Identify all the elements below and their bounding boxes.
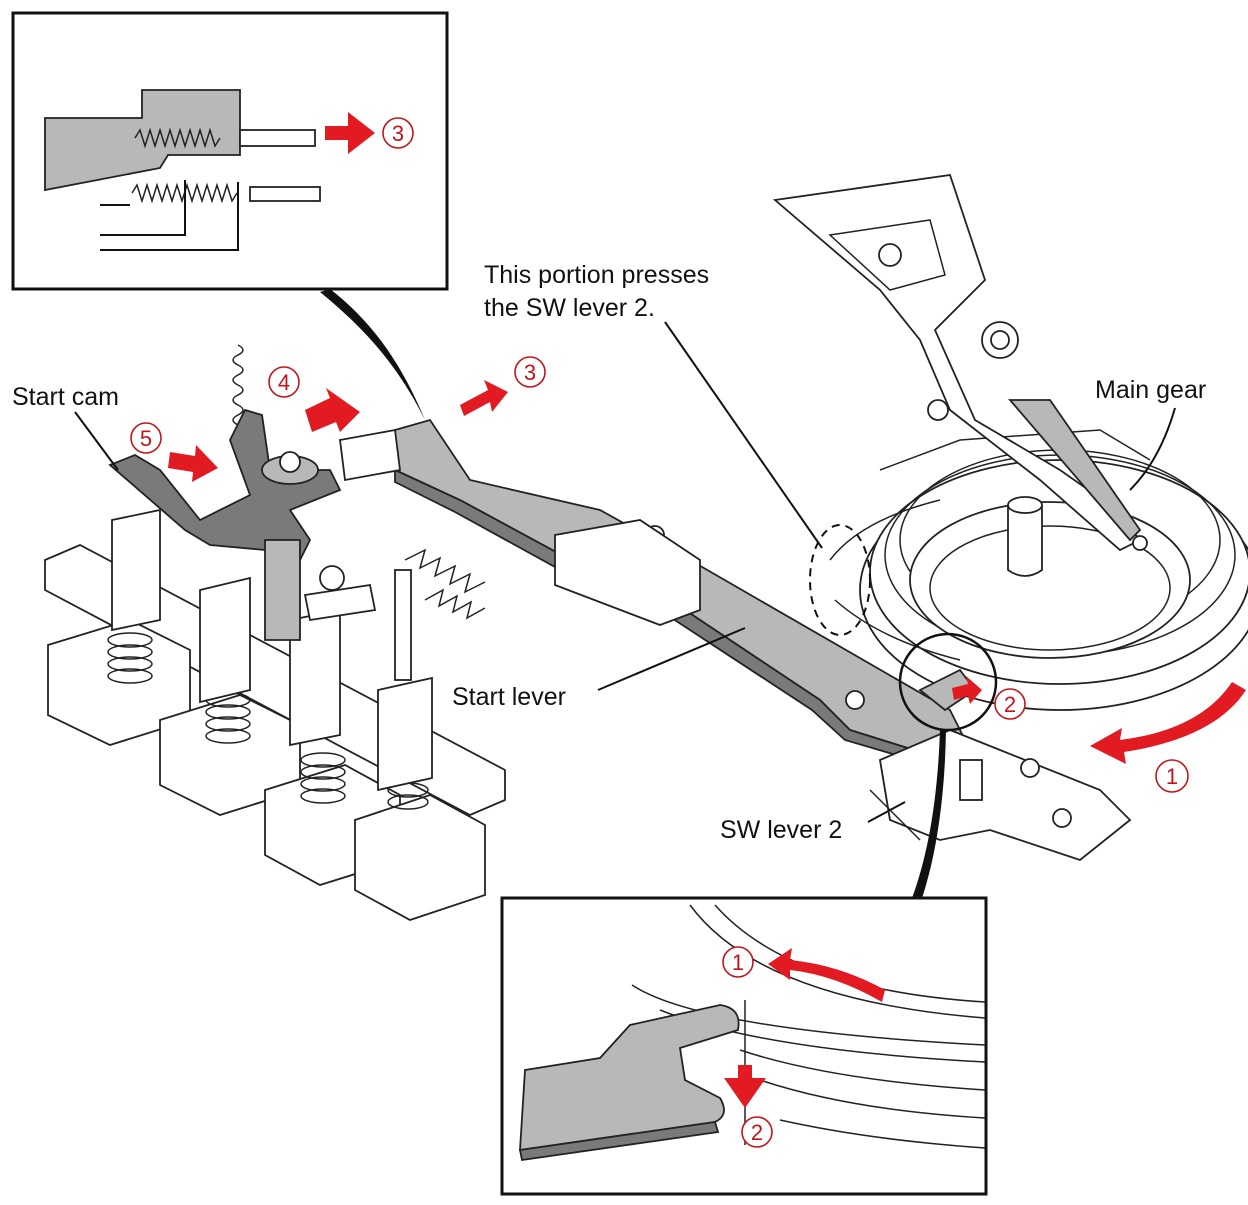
label-portion-line1: This portion presses [484,261,709,289]
label-start-lever: Start lever [452,683,566,711]
label-main-gear: Main gear [1095,376,1206,404]
arrow-lever-push [460,380,508,416]
lever-guide-block [554,519,701,626]
inset-bottom-arrow-press [724,1065,766,1108]
svg-text:5: 5 [140,426,152,451]
motion-arrows [168,380,1246,764]
inset-top-step-number: 3 [392,121,404,146]
svg-text:4: 4 [278,370,290,395]
step-number-3-lever: 3 [514,356,546,388]
switch-bank [44,508,506,921]
main-gear [829,429,1248,711]
inset-top-bracket [100,180,239,251]
label-sw-lever-2: SW lever 2 [720,816,842,844]
step-number-5-cam: 5 [130,422,162,454]
step-number-1-gear: 1 [1155,759,1189,793]
svg-text:1: 1 [732,950,744,975]
inset-bottom-lever [519,1004,740,1152]
inset-top-arrow [325,112,375,154]
leader-start-cam [74,411,119,471]
svg-text:2: 2 [751,1120,763,1145]
contact-magnifier-circle [898,632,998,732]
arrow-cam-push [168,445,218,482]
start-cam [108,408,401,641]
arrow-cam-rotate [305,388,360,432]
step-number-4-cam: 4 [268,366,300,398]
inset-top-spring-detail: 3 [11,11,449,291]
inset-bottom-callout [912,730,946,898]
arm-plate [772,174,1148,552]
svg-text:1: 1 [1166,764,1178,789]
inset-top-step-circle [382,117,414,149]
leader-start-lever [597,627,746,691]
sw-lever-2 [869,729,1132,862]
inset-bottom-arrow-rotate [768,948,885,1002]
arrow-gear-rotate [1090,682,1246,764]
leader-main-gear [1129,407,1176,491]
arrow-sw-press [952,676,982,704]
inset-bottom-contact-detail: 1 2 [500,896,988,1196]
leader-portion [664,321,823,549]
step-number-2-sw: 2 [994,688,1026,720]
lever-return-springs [404,548,486,620]
inset-top-spring-upper [134,127,221,149]
svg-text:2: 2 [1004,692,1016,717]
label-start-cam: Start cam [12,383,119,411]
inset-top-rod-lower [249,186,321,202]
inset-top-rod-upper [239,129,316,147]
leader-sw-lever-2 [867,801,906,823]
label-portion-line2: the SW lever 2. [484,294,655,322]
pressing-portion-marker [809,524,871,636]
cam-return-spring [232,344,244,426]
svg-text:3: 3 [524,360,536,385]
